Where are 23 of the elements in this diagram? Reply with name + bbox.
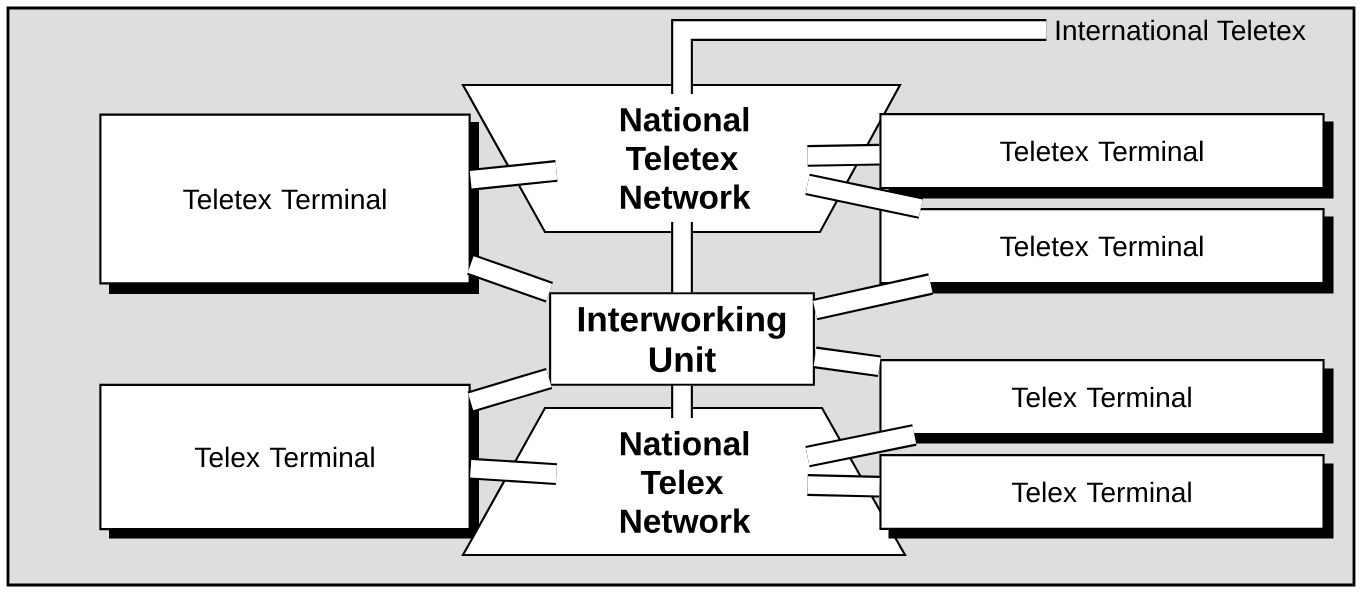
terminal-box: Telex Terminal: [879, 454, 1334, 539]
connector-line: [671, 385, 693, 418]
connector-line: [807, 143, 880, 167]
connector-line: [807, 474, 880, 498]
terminal-box: Telex Terminal: [879, 359, 1334, 444]
connector-line: [469, 160, 558, 191]
terminal-box: Teletex Terminal: [879, 208, 1334, 294]
terminal-box: Telex Terminal: [99, 383, 479, 539]
connector-line: [805, 173, 924, 219]
network-trapezoid: National Telex Network: [461, 406, 907, 557]
terminal-box: Teletex Terminal: [99, 113, 479, 294]
terminal-box: Teletex Terminal: [879, 113, 1334, 199]
connector-line: [467, 368, 553, 413]
network-label: International Teletex: [1056, 19, 1306, 41]
network-trapezoid: National Teletex Network: [461, 83, 902, 234]
connector-line: [813, 346, 881, 378]
unit-box: Interworking Unit: [549, 292, 815, 386]
connector-line: [671, 19, 1047, 94]
connector-line: [470, 457, 558, 485]
connector-line: [805, 424, 917, 468]
connector-line: [671, 222, 693, 293]
connector-line: [467, 254, 553, 303]
connector-line: [812, 273, 933, 321]
